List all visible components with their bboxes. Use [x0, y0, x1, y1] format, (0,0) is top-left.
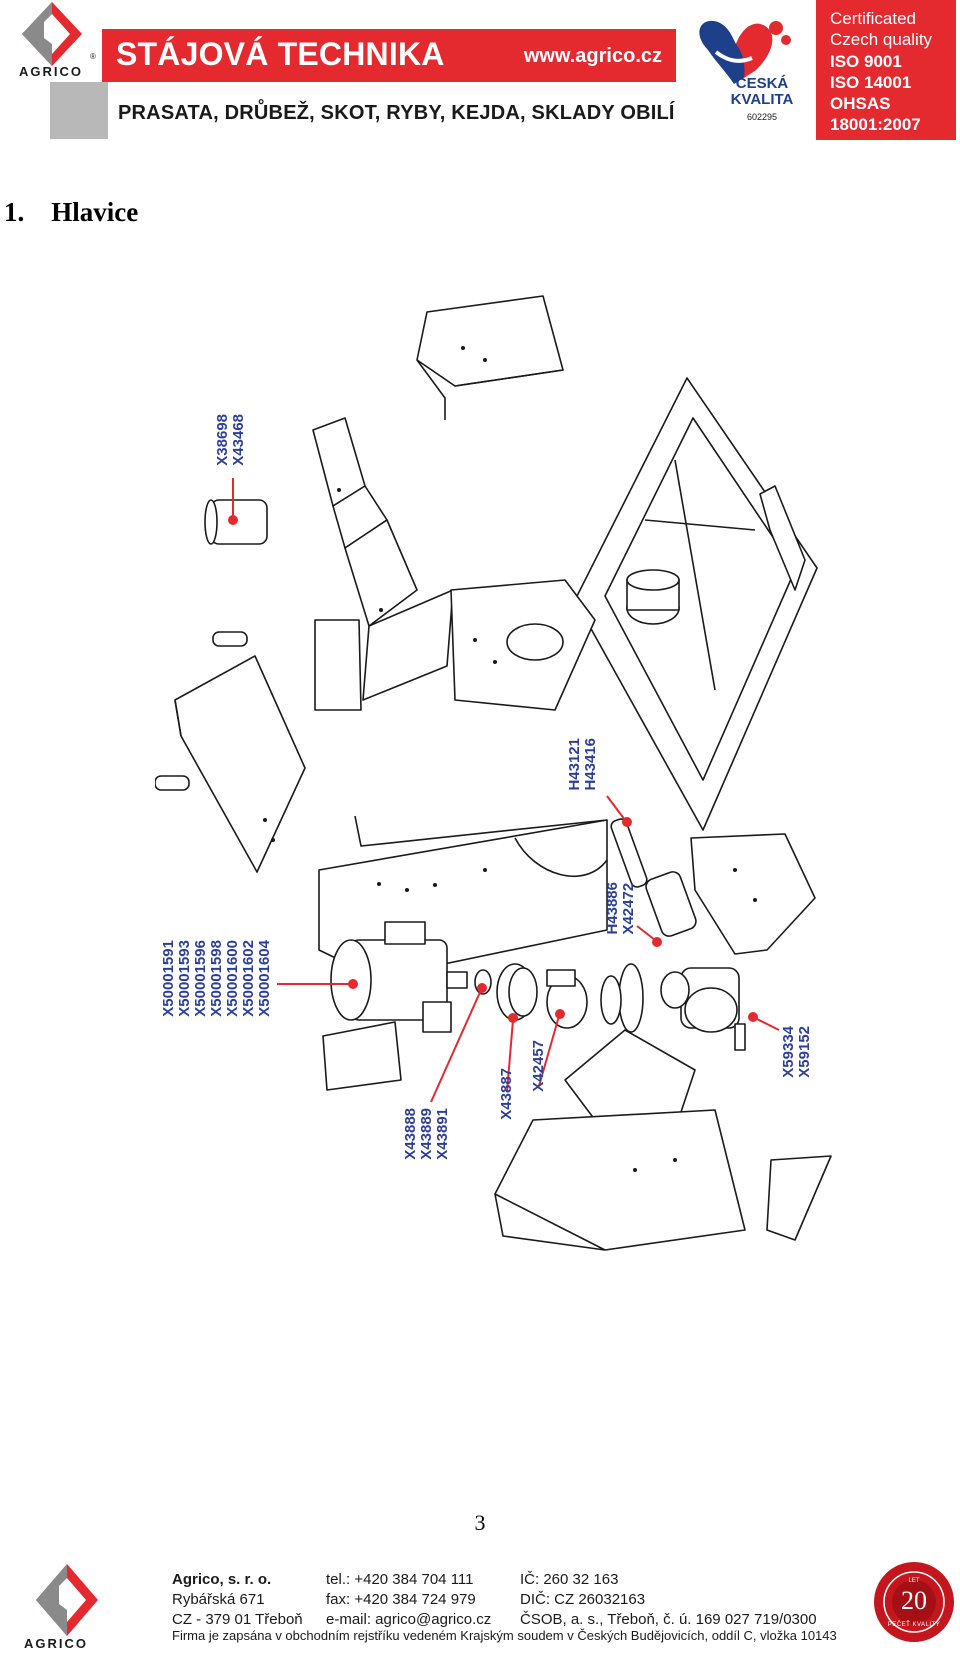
page-number: 3 [474, 1510, 486, 1535]
footer-dic: DIČ: CZ 26032163 [520, 1591, 646, 1608]
agrico-logo-text: AGRICO [19, 64, 83, 79]
ceska-kvalita-logo: ČESKÁ KVALITA 602295 [686, 14, 806, 134]
header-title: STÁJOVÁ TECHNIKA [116, 36, 445, 72]
part-number: X42472 [620, 882, 637, 935]
part-number: X38698 [214, 414, 231, 466]
footer-company-name: Agrico, s. r. o. [172, 1571, 272, 1588]
part-number: X43887 [498, 1068, 515, 1120]
ceska-kvalita-line2: KVALITA [730, 91, 794, 108]
part-number: X43468 [230, 414, 247, 466]
part-label-x59334: X59334 X59152 [780, 1026, 813, 1078]
cert-line-6: 18001:2007 [830, 115, 921, 134]
part-number: X59334 [780, 1026, 797, 1078]
footer-contact-column: tel.: +420 384 704 111 fax: +420 384 724… [326, 1570, 491, 1630]
header-red-band: STÁJOVÁ TECHNIKA www.agrico.cz [102, 29, 676, 82]
part-number: X50001602 [240, 940, 257, 1017]
exploded-parts-drawing: X38698 X43468 H43121 H43416 H43886 X4247… [154, 290, 875, 1310]
cert-line-1: Certificated [830, 9, 916, 28]
footer-agrico-logo [22, 1562, 112, 1652]
agrico-logo-mark-icon [22, 2, 82, 66]
cert-line-4: ISO 14001 [830, 73, 912, 92]
part-number: X50001604 [256, 940, 273, 1017]
part-number: X50001598 [208, 940, 225, 1017]
footer-phone: tel.: +420 384 704 111 [326, 1571, 474, 1588]
ceska-kvalita-text: ČESKÁ KVALITA [722, 76, 802, 108]
part-number: X43891 [434, 1108, 451, 1160]
footer-street: Rybářská 671 [172, 1591, 265, 1608]
part-number: X59152 [796, 1026, 813, 1078]
footer-ids-column: IČ: 260 32 163 DIČ: CZ 26032163 ČSOB, a.… [520, 1570, 817, 1630]
cert-line-3: ISO 9001 [830, 52, 902, 71]
quality-seal-ring-text: PEČEŤ KVALITY [887, 1622, 941, 1628]
footer-agrico-logo-text: AGRICO [24, 1636, 88, 1651]
ceska-kvalita-number: 602295 [746, 112, 778, 122]
certificates-box: Certificated Czech quality ISO 9001 ISO … [816, 0, 956, 140]
footer-bank: ČSOB, a. s., Třeboň, č. ú. 169 027 719/0… [520, 1611, 817, 1628]
cert-line-2: Czech quality [830, 30, 933, 49]
section-heading: 1. Hlavice [4, 197, 139, 227]
quality-seal-small-text: LET [908, 1578, 920, 1584]
footer-agrico-logo-mark-icon [36, 1564, 98, 1636]
part-label-x50001591: X50001591 X50001593 X50001596 X50001598 … [160, 940, 273, 1017]
part-number: X50001600 [224, 940, 241, 1017]
header-subtitle: PRASATA, DRŮBEŽ, SKOT, RYBY, KEJDA, SKLA… [118, 102, 675, 124]
part-label-x43887: X43887 [498, 1068, 515, 1120]
part-number: H43886 [604, 882, 621, 935]
ceska-kvalita-heart-icon [699, 20, 791, 84]
footer-fax: fax: +420 384 724 979 [326, 1591, 476, 1608]
footer-city: CZ - 379 01 Třeboň [172, 1611, 303, 1628]
header-website-link[interactable]: www.agrico.cz [523, 45, 662, 67]
part-number: X42457 [530, 1040, 547, 1092]
footer-company-column: Agrico, s. r. o. Rybářská 671 CZ - 379 0… [172, 1570, 303, 1630]
part-number: X43889 [418, 1108, 435, 1160]
quality-seal-number: 20 [901, 1586, 927, 1615]
part-number: H43121 [566, 738, 583, 791]
quality-seal: 20 LET PEČEŤ KVALITY [872, 1560, 956, 1644]
footer-ico: IČ: 260 32 163 [520, 1571, 619, 1588]
cert-line-5: OHSAS [830, 94, 891, 113]
part-number: X43888 [402, 1108, 419, 1160]
part-number: X50001596 [192, 940, 209, 1017]
header-gray-band [50, 82, 108, 139]
part-label-x42457: X42457 [530, 1040, 547, 1092]
quality-seal-badge-icon [874, 1562, 954, 1642]
ceska-kvalita-line1: ČESKÁ [735, 75, 789, 92]
part-number: H43416 [582, 738, 599, 791]
part-number: X50001593 [176, 940, 193, 1017]
part-number: X50001591 [160, 940, 177, 1017]
registered-mark: ® [90, 52, 96, 61]
part-label-x43888: X43888 X43889 X43891 [402, 1108, 451, 1160]
exploded-view-illustration [154, 295, 832, 1251]
footer-registration-note: Firma je zapsána v obchodním rejstříku v… [172, 1628, 837, 1643]
part-label-h43886: H43886 X42472 [604, 882, 637, 935]
part-label-h43121: H43121 H43416 [566, 738, 599, 791]
part-label-x38698: X38698 X43468 [214, 414, 247, 466]
agrico-logo: ® [0, 0, 102, 84]
footer-email-link[interactable]: e-mail: agrico@agrico.cz [326, 1611, 492, 1628]
